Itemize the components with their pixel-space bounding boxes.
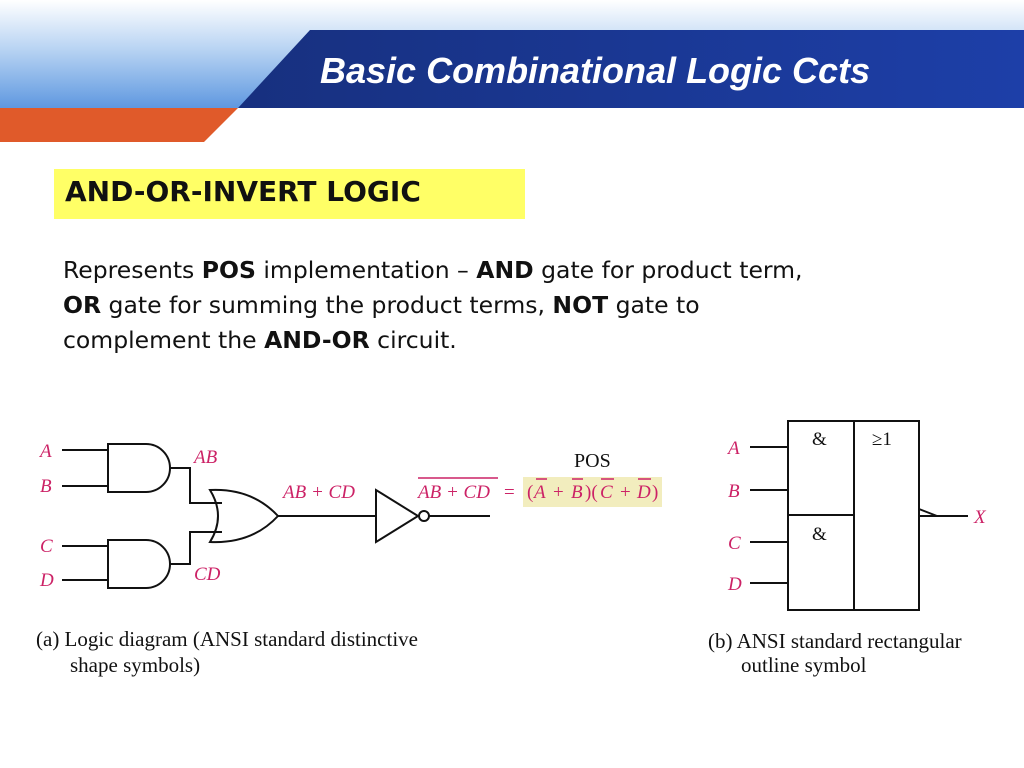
body-text-segment: Represents bbox=[63, 256, 202, 284]
diagram-a-logic-gates bbox=[62, 443, 490, 589]
pos-expression-highlight bbox=[523, 477, 662, 507]
var-c-bar: C bbox=[600, 482, 613, 503]
wire-cd-to-or bbox=[170, 531, 222, 565]
body-paragraph: Represents POS implementation – AND gate… bbox=[63, 253, 993, 358]
or-gate bbox=[208, 488, 280, 544]
slide-title: Basic Combinational Logic Ccts bbox=[320, 50, 871, 91]
and-gate-bottom bbox=[107, 539, 171, 589]
var-d-bar: D bbox=[636, 482, 651, 503]
invert-indicator bbox=[918, 508, 938, 517]
and-top-output-label: AB bbox=[192, 447, 218, 468]
equals-sign: = bbox=[504, 482, 515, 503]
body-bold-pos: POS bbox=[201, 256, 256, 284]
diagram-a-labels: A B C D AB CD AB + CD bbox=[38, 441, 355, 591]
body-text-segment: circuit. bbox=[369, 326, 457, 354]
input-label-a: A bbox=[38, 441, 52, 462]
not-gate bbox=[375, 488, 420, 544]
caption-b-line2: outline symbol bbox=[741, 653, 867, 677]
var-b-bar: B bbox=[571, 482, 583, 503]
not-bubble bbox=[418, 510, 430, 522]
output-label-x: X bbox=[973, 507, 987, 528]
plus-sign-2: + bbox=[620, 482, 631, 503]
body-bold-and: AND bbox=[476, 256, 534, 284]
input-label-b-a: A bbox=[726, 438, 740, 459]
and-bottom-output-label: CD bbox=[194, 564, 221, 585]
wire-ab-to-or bbox=[170, 467, 222, 504]
input-label-b: B bbox=[40, 476, 52, 497]
diagram-b-labels: & ≥1 & A B C D X bbox=[726, 429, 987, 595]
or-symbol: ≥1 bbox=[872, 429, 892, 450]
body-text-segment: complement the bbox=[63, 326, 265, 354]
body-text-segment: gate for product term, bbox=[533, 256, 803, 284]
input-label-c: C bbox=[40, 536, 53, 557]
and-gate-top bbox=[107, 443, 171, 493]
paren-close: ) bbox=[652, 482, 658, 503]
input-label-b-b: B bbox=[728, 481, 740, 502]
caption-a-line1: (a) Logic diagram (ANSI standard distinc… bbox=[36, 627, 418, 651]
and-symbol-bottom: & bbox=[812, 524, 827, 545]
result-lhs: AB + CD bbox=[416, 482, 490, 503]
body-bold-not: NOT bbox=[552, 291, 609, 319]
input-label-d: D bbox=[39, 570, 54, 591]
mid-parens: )( bbox=[585, 482, 598, 503]
plus-sign-1: + bbox=[553, 482, 564, 503]
and-symbol-top: & bbox=[812, 429, 827, 450]
section-heading: AND-OR-INVERT LOGIC bbox=[54, 169, 525, 219]
diagram-a-caption: (a) Logic diagram (ANSI standard distinc… bbox=[36, 627, 418, 677]
caption-b-line1: (b) ANSI standard rectangular bbox=[708, 629, 962, 653]
body-text-segment: gate to bbox=[608, 291, 700, 319]
or-output-label: AB + CD bbox=[281, 482, 355, 503]
pos-label: POS bbox=[574, 450, 611, 472]
body-text-segment: gate for summing the product terms, bbox=[101, 291, 553, 319]
logic-diagrams: A B C D AB CD AB + CD POS AB + CD = ( A … bbox=[36, 420, 987, 677]
input-label-b-d: D bbox=[727, 574, 742, 595]
diagram-b-rectangular-symbol bbox=[750, 420, 968, 611]
body-bold-and-or: AND-OR bbox=[264, 326, 370, 354]
caption-a-line2: shape symbols) bbox=[70, 653, 200, 677]
paren-open: ( bbox=[527, 482, 533, 503]
input-label-b-c: C bbox=[728, 533, 741, 554]
body-bold-or: OR bbox=[63, 291, 102, 319]
diagram-b-caption: (b) ANSI standard rectangular outline sy… bbox=[708, 629, 962, 677]
var-a-bar: A bbox=[532, 482, 546, 503]
result-expression: AB + CD = ( A + B )( C + D ) bbox=[416, 477, 658, 503]
slide-header-band bbox=[0, 0, 1024, 142]
body-text-segment: implementation – bbox=[255, 256, 477, 284]
